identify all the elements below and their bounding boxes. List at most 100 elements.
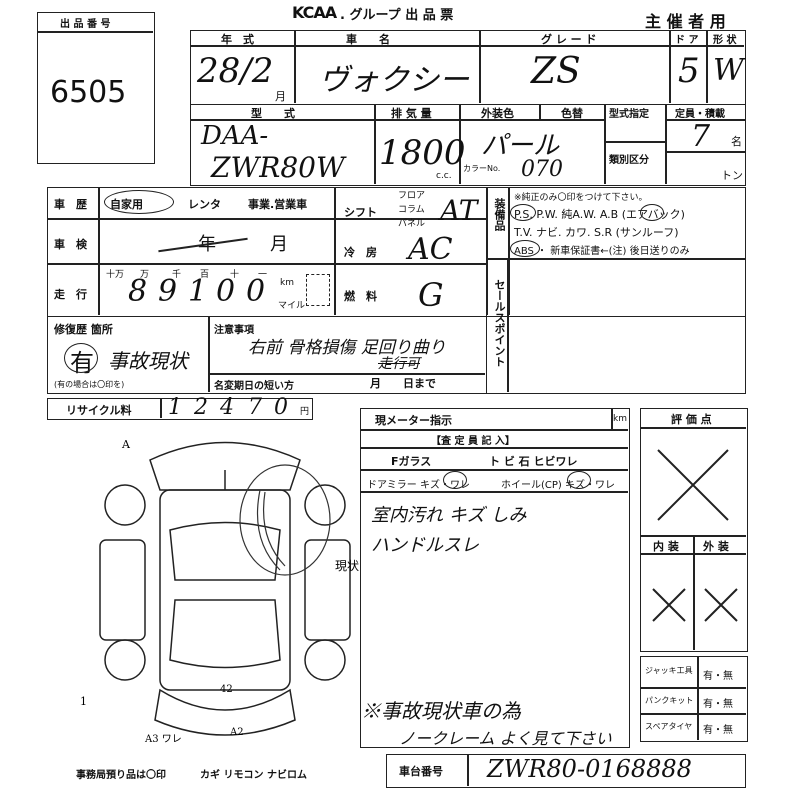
- lot-number-box: 出 品 番 号 6505: [37, 12, 155, 164]
- meter-label: 現メーター指示: [375, 414, 452, 427]
- diagram-bottom-mark: A2: [229, 727, 244, 738]
- year-value: 28/2: [197, 51, 274, 91]
- door-label: ド ア: [675, 35, 699, 46]
- month-suffix: 月: [275, 90, 286, 103]
- tools-block: ジャッキ工具 有・無 パンクキット 有・無 スペアタイヤ 有・無: [640, 656, 748, 742]
- equipment-line-2: T.V. ナビ. カワ. S.R (サンルーフ): [514, 226, 679, 239]
- mileage-digit-3: 1: [188, 274, 208, 309]
- equipment-line-3: ABS ・ 新車保証書←(注) 後日送りのみ: [514, 246, 690, 257]
- door-value: 5: [678, 51, 700, 91]
- name-label: 車 名: [346, 33, 390, 46]
- year-label: 年 式: [221, 33, 254, 46]
- repair-text: 事故現状: [108, 349, 188, 373]
- vehicle-row-1: 年 式 車 名 グ レ ー ド ド ア 形 状 28/2 月 ヴォクシー ZS …: [190, 30, 746, 105]
- ac-label: 冷 房: [344, 246, 377, 259]
- recycle-digit-2: 2: [194, 395, 208, 420]
- capacity-label: 定員・積載: [675, 109, 725, 120]
- fuel-value: G: [418, 276, 444, 314]
- brand-logo: KCAA: [292, 3, 337, 22]
- interior-cross-mark: [652, 588, 686, 622]
- glass-opts: ト ビ 石 ヒビワレ: [489, 455, 578, 468]
- equipment-note: ※純正のみ〇印をつけて下さい。: [514, 193, 648, 203]
- inspector-note-1: 室内汚れ キズ しみ: [371, 505, 527, 526]
- jack-value: 有・無: [703, 671, 733, 682]
- inspector-note-2: ハンドルスレ: [371, 535, 479, 556]
- jack-label: ジャッキ工具: [645, 666, 693, 675]
- recycle-label: リサイクル料: [66, 404, 132, 417]
- diagram-side-mark: 現状: [335, 559, 359, 573]
- cc-label: 排 気 量: [391, 107, 432, 120]
- inspector-note-3: ※事故現状車の為: [361, 699, 521, 723]
- digit-label-1: 十万: [106, 270, 125, 280]
- model-value-2: ZWR80W: [211, 151, 345, 184]
- rating-label: 評 価 点: [671, 413, 712, 426]
- mileage-digit-4: 0: [216, 274, 236, 309]
- shift-opt-3: パネル: [398, 219, 426, 229]
- ac-value: AC: [408, 232, 453, 267]
- mileage-digit-5: 0: [246, 274, 266, 309]
- class-label: 類別区分: [609, 155, 649, 166]
- color-no-label: カラーNo.: [463, 164, 501, 173]
- capacity-unit: 名: [731, 135, 742, 148]
- chassis-box: 車台番号 ZWR80-0168888: [386, 754, 746, 788]
- name-change-label: 名変期日の短い方: [214, 381, 294, 392]
- recycle-digit-1: 1: [168, 395, 182, 420]
- puncture-value: 有・無: [703, 699, 733, 710]
- caution-strike: 走行可: [378, 356, 420, 372]
- diagram-rear-mark: 42: [220, 684, 233, 695]
- inspection-label: 車 検: [54, 238, 87, 251]
- caution-text: 右前 骨格損傷 足回り曲り: [248, 338, 446, 358]
- cc-unit: c.c.: [436, 171, 452, 181]
- repair-label: 修復歴 箇所: [54, 323, 113, 336]
- capacity-value: 7: [691, 119, 711, 154]
- mirror-label: ドアミラー キズ・ワレ: [367, 480, 470, 491]
- load-unit: トン: [721, 169, 743, 182]
- puncture-label: パンクキット: [645, 696, 694, 705]
- office-items: カギ リモコン ナビロム: [200, 770, 307, 781]
- spare-value: 有・無: [703, 725, 733, 736]
- mileage-digit-2: 9: [158, 274, 178, 309]
- exterior-cross-mark: [704, 588, 738, 622]
- digit-label-6: 一: [258, 270, 268, 280]
- recycle-box: リサイクル料 1 2 4 7 0 円: [47, 395, 313, 420]
- model-label: 型 式: [251, 107, 295, 120]
- digit-label-5: 十: [230, 270, 240, 280]
- lot-number-label: 出 品 番 号: [60, 19, 111, 30]
- sales-point-label: セールスポイント: [493, 279, 506, 367]
- meter-unit: km: [613, 414, 627, 424]
- color-no-value: 070: [521, 157, 563, 182]
- grade-label: グ レ ー ド: [541, 33, 597, 46]
- exterior-label: 外 装: [703, 540, 729, 553]
- glass-label: Fガラス: [391, 455, 432, 468]
- recycle-digit-3: 4: [220, 395, 234, 420]
- equipment-label: 装備品: [493, 198, 506, 231]
- vehicle-row-2: 型 式 排 気 量 外装色 色替 型式指定 類別区分 定員・積載 DAA- ZW…: [190, 104, 746, 186]
- type-spec-label: 型式指定: [609, 109, 649, 120]
- organizer-label: 主 催 者 用: [645, 12, 726, 31]
- interior-label: 内 装: [653, 540, 679, 553]
- cc-value: 1800: [379, 133, 466, 173]
- inspector-block: 現メーター指示 km 【査 定 員 記 入】 Fガラス ト ビ 石 ヒビワレ ド…: [360, 408, 630, 748]
- history-opt-3: 事業.営業車: [248, 198, 308, 211]
- color-label: 外装色: [481, 107, 514, 120]
- rating-block: 評 価 点 内 装 外 装: [640, 408, 748, 652]
- diagram-wl-mark: A3 ワレ: [144, 734, 182, 745]
- wheel-label: ホイール(CP) キズ・ワレ: [501, 480, 615, 491]
- caution-label: 注意事項: [214, 325, 254, 336]
- sales-point-box: セールスポイント: [486, 258, 746, 394]
- color-value: パール: [481, 131, 560, 161]
- fuel-label: 燃 料: [344, 290, 377, 303]
- shape-value: W: [713, 53, 744, 88]
- repair-note: (有の場合は〇印を): [54, 380, 125, 389]
- km-label: km: [280, 278, 294, 288]
- shape-label: 形 状: [713, 35, 737, 46]
- inspection-value: 年 月: [198, 234, 288, 255]
- diagram-left-mark: A1: [80, 695, 87, 708]
- mileage-label: 走 行: [54, 288, 87, 301]
- grade-value: ZS: [531, 51, 581, 92]
- chassis-value: ZWR80-0168888: [487, 755, 692, 783]
- name-value: ヴォクシー: [319, 63, 469, 98]
- inspector-note-4: ノークレーム よく見て下さい: [399, 729, 612, 748]
- car-diagram: A 現状 A1 42 A3 ワレ A2: [80, 438, 359, 745]
- history-block: 車 歴 自家用 レンタ 事業.営業車 車 検 年 月 走 行 十万 万 千 百 …: [47, 187, 746, 317]
